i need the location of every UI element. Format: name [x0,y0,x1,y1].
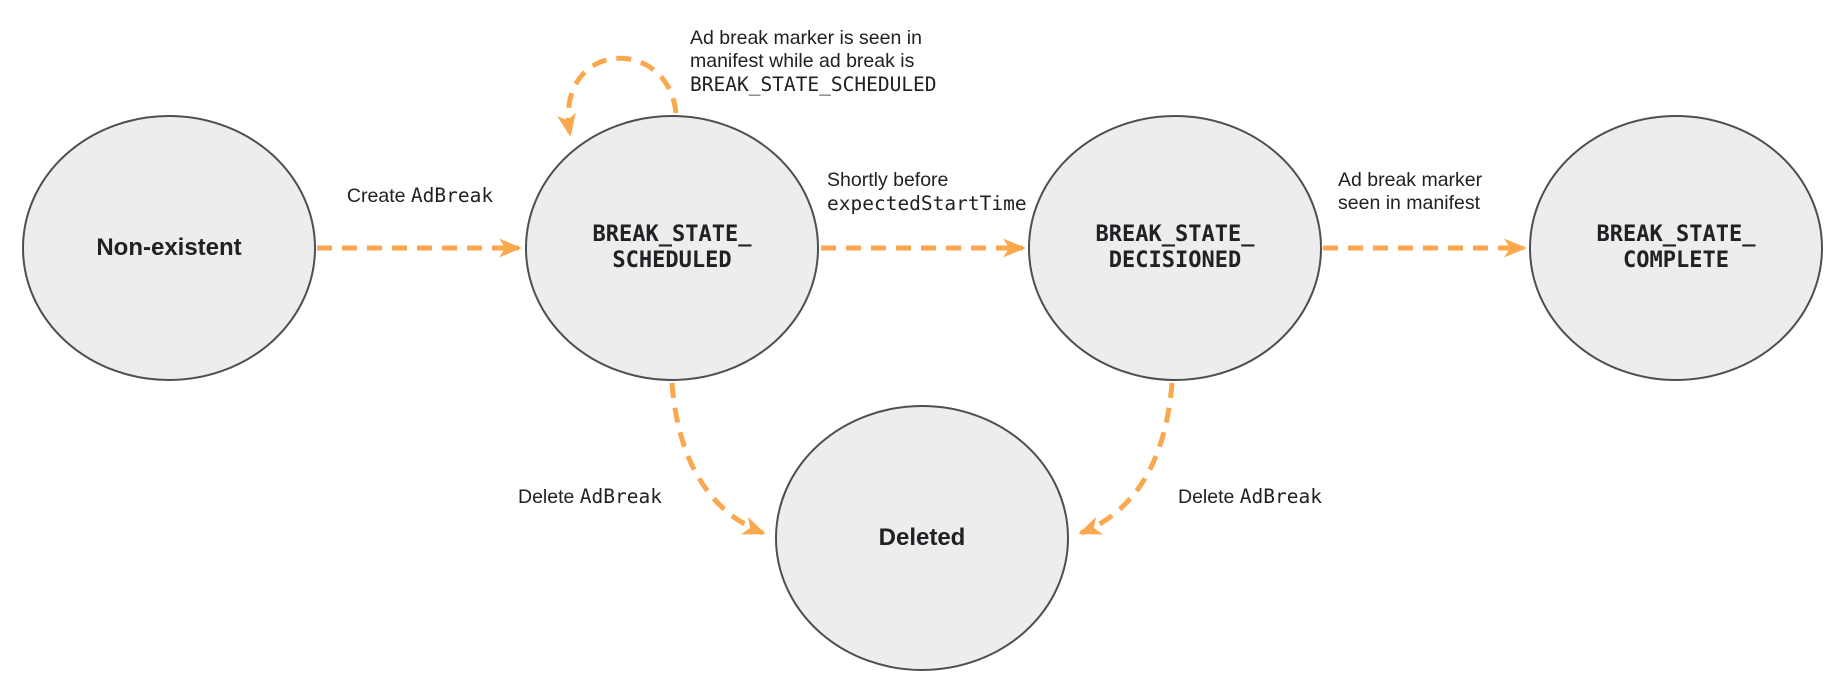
state-label-line: DECISIONED [1108,248,1242,273]
state-circle-complete [1529,115,1823,381]
edge-label-delete-adbreak-left: Delete AdBreak [518,485,662,509]
edge-label-text: Create [346,185,411,207]
edge-label-code: AdBreak [579,485,662,508]
edge-label-line: manifest while ad break is [690,50,915,72]
state-circle-decisioned [1028,115,1322,381]
state-label-line: SCHEDULED [612,248,732,273]
edge-label-delete-adbreak-right: Delete AdBreak [1178,485,1322,509]
edge-label-code: AdBreak [410,184,494,207]
edge-label-line: Ad break marker [1338,169,1483,191]
state-label-line: BREAK_STATE_ [1095,222,1255,247]
edge-label-self-loop: Ad break marker is seen in manifest whil… [690,27,937,96]
state-label-line: COMPLETE [1623,248,1729,273]
state-label-deleted: Deleted [878,524,966,551]
edge-label-create-adbreak: Create AdBreak [347,184,493,208]
edge-label-code: expectedStartTime [827,192,1027,215]
edge-label-marker-seen: Ad break marker seen in manifest [1338,169,1482,215]
state-label-line: BREAK_STATE_ [1596,222,1756,247]
state-label-complete: BREAK_STATE_ COMPLETE [1597,222,1756,274]
state-label-non-existent: Non-existent [96,234,242,261]
edge-label-line: Ad break marker is seen in [690,27,922,49]
edge-scheduled-to-deleted [669,382,766,536]
state-label-scheduled: BREAK_STATE_ SCHEDULED [593,222,752,274]
edge-label-shortly-before: Shortly before expectedStartTime [827,169,1027,215]
edge-label-code: BREAK_STATE_SCHEDULED [690,73,937,96]
edge-decisioned-to-deleted [1078,382,1175,536]
edge-label-text: Delete [1178,486,1240,508]
state-label-decisioned: BREAK_STATE_ DECISIONED [1096,222,1255,274]
edge-label-line: seen in manifest [1338,192,1480,214]
state-circle-non-existent [22,115,316,381]
state-circle-deleted [775,405,1069,671]
edge-label-code: AdBreak [1239,485,1322,508]
state-label-line: BREAK_STATE_ [592,222,752,247]
state-circle-scheduled [525,115,819,381]
edge-label-line: Shortly before [827,169,949,191]
edge-label-text: Delete [518,486,580,508]
edge-self-loop-scheduled [557,55,679,137]
